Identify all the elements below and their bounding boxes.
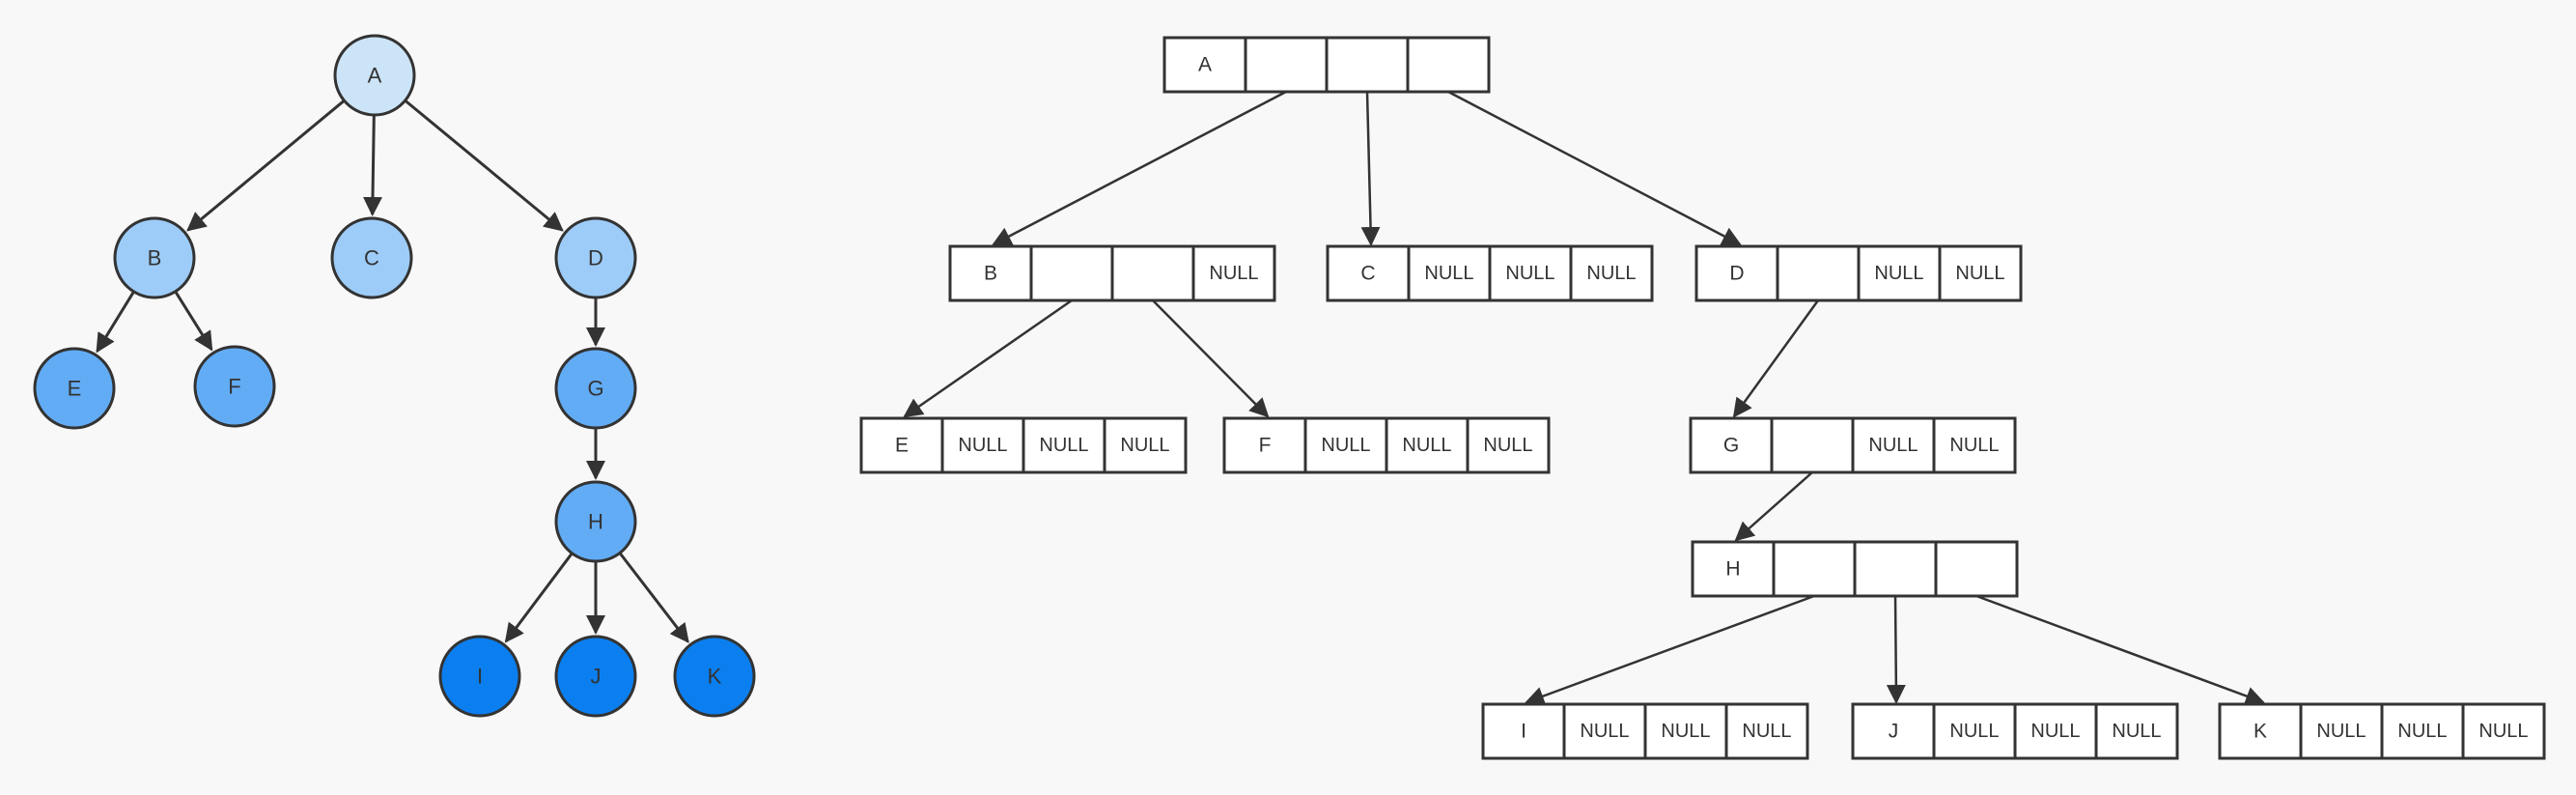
node-box-J: J NULL NULL NULL: [1851, 702, 2179, 760]
node-box-I: I NULL NULL NULL: [1481, 702, 1809, 760]
tree-node-H: H: [554, 480, 637, 563]
tree-node-label-I: I: [477, 665, 483, 689]
tree-node-label-F: F: [228, 375, 240, 399]
node-box-null-cell: NULL: [1874, 263, 1923, 284]
tree-node-label-B: B: [148, 246, 162, 270]
tree-node-A: A: [333, 34, 416, 117]
tree-node-circle-D: [554, 216, 637, 299]
tree-node-circle-C: [330, 216, 413, 299]
node-box-null-cell: NULL: [2030, 721, 2080, 742]
children-array-diagram: A B NULL C NULL NULL NULL D NULL NULL E NULL NULL NUL…: [859, 36, 2546, 760]
node-box-label-F: F: [1259, 435, 1272, 457]
node-box-null-cell: NULL: [2478, 721, 2528, 742]
node-box-null-cell: NULL: [1424, 263, 1473, 284]
node-box-null-cell: NULL: [1402, 435, 1451, 456]
tree-node-circle-F: [193, 345, 276, 428]
tree-node-circle-H: [554, 480, 637, 563]
tree-node-label-D: D: [588, 246, 603, 270]
tree-node-I: I: [438, 635, 521, 718]
tree-node-label-A: A: [368, 64, 382, 88]
pointer-arrow-B-E: [903, 298, 1073, 418]
node-box-null-cell: NULL: [1955, 263, 2004, 284]
node-box-K: K NULL NULL NULL: [2218, 702, 2546, 760]
node-box-label-B: B: [984, 263, 997, 285]
tree-node-K: K: [673, 635, 756, 718]
tree-node-D: D: [554, 216, 637, 299]
pointer-arrow-G-H: [1734, 471, 1813, 542]
node-box-label-E: E: [895, 435, 909, 457]
node-box-C: C NULL NULL NULL: [1326, 244, 1654, 302]
node-box-null-cell: NULL: [1868, 435, 1918, 456]
tree-node-F: F: [193, 345, 276, 428]
node-box-A: A: [1162, 36, 1491, 94]
node-box-null-cell: NULL: [2397, 721, 2447, 742]
node-box-null-cell: NULL: [1742, 721, 1791, 742]
node-box-null-cell: NULL: [958, 435, 1007, 456]
tree-node-circle-G: [554, 347, 637, 430]
node-box-null-cell: NULL: [1321, 435, 1370, 456]
tree-node-label-C: C: [364, 246, 379, 270]
node-box-label-I: I: [1521, 721, 1526, 743]
tree-node-label-H: H: [588, 510, 603, 534]
pointer-arrow-H-J: [1886, 595, 1906, 704]
node-box-label-A: A: [1198, 54, 1212, 76]
node-box-null-cell: NULL: [1505, 263, 1554, 284]
pointer-arrow-A-C: [1360, 91, 1381, 246]
tree-node-circle-K: [673, 635, 756, 718]
tree-node-circle-I: [438, 635, 521, 718]
tree-node-C: C: [330, 216, 413, 299]
tree-edge-A-B: [186, 99, 346, 232]
tree-node-circle-E: [33, 347, 116, 430]
tree-node-E: E: [33, 347, 116, 430]
node-box-null-cell: NULL: [1039, 435, 1088, 456]
pointer-arrow-B-F: [1152, 299, 1270, 418]
pointer-arrow-H-I: [1525, 594, 1815, 706]
node-box-null-cell: NULL: [1120, 435, 1169, 456]
node-box-label-H: H: [1725, 558, 1740, 581]
pointer-arrow-D-G: [1732, 299, 1820, 418]
node-box-null-cell: NULL: [1661, 721, 1710, 742]
tree-node-circle-B: [113, 216, 196, 299]
node-box-E: E NULL NULL NULL: [859, 416, 1188, 474]
tree-node-label-G: G: [587, 377, 603, 401]
node-box-label-C: C: [1360, 263, 1375, 285]
node-box-null-cell: NULL: [1209, 263, 1258, 284]
node-box-null-cell: NULL: [2316, 721, 2366, 742]
tree-node-label-E: E: [68, 377, 82, 401]
tree-node-circle-J: [554, 635, 637, 718]
tree-edge-H-I: [504, 552, 574, 643]
node-box-D: D NULL NULL: [1694, 244, 2023, 302]
node-box-G: G NULL NULL: [1689, 416, 2017, 474]
tree-edge-A-C: [363, 114, 382, 217]
node-box-H: H: [1691, 540, 2019, 598]
node-box-null-cell: NULL: [1580, 721, 1629, 742]
node-box-label-G: G: [1723, 435, 1739, 457]
node-box-null-cell: NULL: [1586, 263, 1636, 284]
tree-edge-B-F: [174, 290, 213, 352]
node-box-label-J: J: [1889, 721, 1899, 743]
pointer-arrow-H-K: [1975, 594, 2265, 706]
pointer-arrow-A-D: [1447, 90, 1742, 246]
node-box-B: B NULL: [948, 244, 1276, 302]
tree-diagram: A B C D E F G H I J K: [33, 34, 756, 718]
node-box-label-D: D: [1729, 263, 1744, 285]
node-box-F: F NULL NULL NULL: [1222, 416, 1551, 474]
tree-node-J: J: [554, 635, 637, 718]
tree-node-circle-A: [333, 34, 416, 117]
tree-edge-H-K: [618, 552, 689, 643]
node-box-null-cell: NULL: [1949, 435, 1999, 456]
node-box-null-cell: NULL: [2112, 721, 2161, 742]
tree-node-label-J: J: [591, 665, 602, 689]
tree-edge-B-E: [96, 291, 135, 354]
node-box-null-cell: NULL: [1483, 435, 1532, 456]
tree-node-label-K: K: [708, 665, 722, 689]
tree-node-B: B: [113, 216, 196, 299]
tree-node-G: G: [554, 347, 637, 430]
node-box-label-K: K: [2254, 721, 2267, 743]
pointer-arrow-A-B: [992, 90, 1287, 246]
tree-edge-A-D: [404, 99, 564, 232]
node-box-null-cell: NULL: [1949, 721, 1999, 742]
